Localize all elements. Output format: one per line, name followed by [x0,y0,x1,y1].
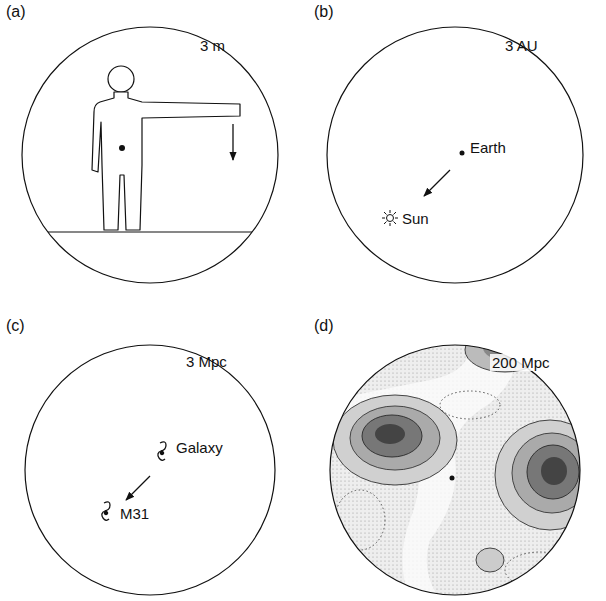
point-label: Sun [402,211,429,226]
scale-label: 3 m [200,38,225,53]
scale-label: 3 Mpc [186,354,227,369]
panel-a [22,27,278,283]
point-label: Earth [470,140,506,155]
panel-d [330,328,605,600]
panel-letter: (c) [6,318,25,334]
panel-c [25,345,275,595]
panel-d-border [330,345,580,595]
point-label: M31 [120,506,149,521]
panel-letter: (b) [314,4,334,20]
scale-label: 3 AU [505,38,538,53]
panel-b [327,27,583,283]
panel-letter: (d) [314,318,334,334]
point-label: Galaxy [176,440,223,455]
scale-label: 200 Mpc [490,354,552,371]
panel-letter: (a) [6,4,26,20]
